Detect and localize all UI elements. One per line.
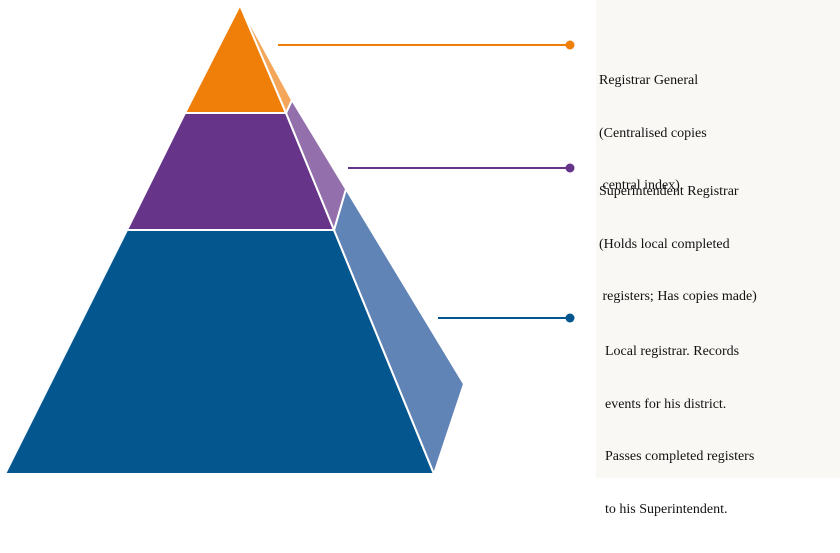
label-line: to his Superintendent. [605, 501, 728, 517]
connector-dot-general [565, 40, 575, 50]
connector-dot-superintendent [565, 163, 575, 173]
label-line: Local registrar. Records [605, 344, 740, 359]
label-line: Superintendent Registrar [599, 184, 739, 199]
label-line: central index) [599, 178, 680, 193]
label-line: Registrar General [599, 73, 699, 88]
pyramid-tier-general-side [239, 4, 294, 116]
label-line: events for his district. [605, 396, 727, 412]
connector-dot-local [565, 313, 575, 323]
label-line: (Holds local completed [599, 236, 730, 252]
label-line: registers; Has copies made) [599, 289, 757, 304]
label-superintendent-registrar: Superintendent Registrar (Holds local co… [599, 148, 757, 341]
label-line: Passes completed registers [605, 449, 755, 464]
label-panel [596, 0, 840, 478]
label-registrar-general: Registrar General (Centralised copies ce… [599, 37, 707, 230]
pyramid-graphic [5, 2, 575, 474]
registration-hierarchy-diagram: Registrar General (Centralised copies ce… [5, 0, 840, 517]
label-local-registrar: Local registrar. Records events for his … [605, 308, 754, 553]
pyramid-tier-general-front [183, 2, 288, 114]
label-line: (Centralised copies [599, 125, 707, 141]
